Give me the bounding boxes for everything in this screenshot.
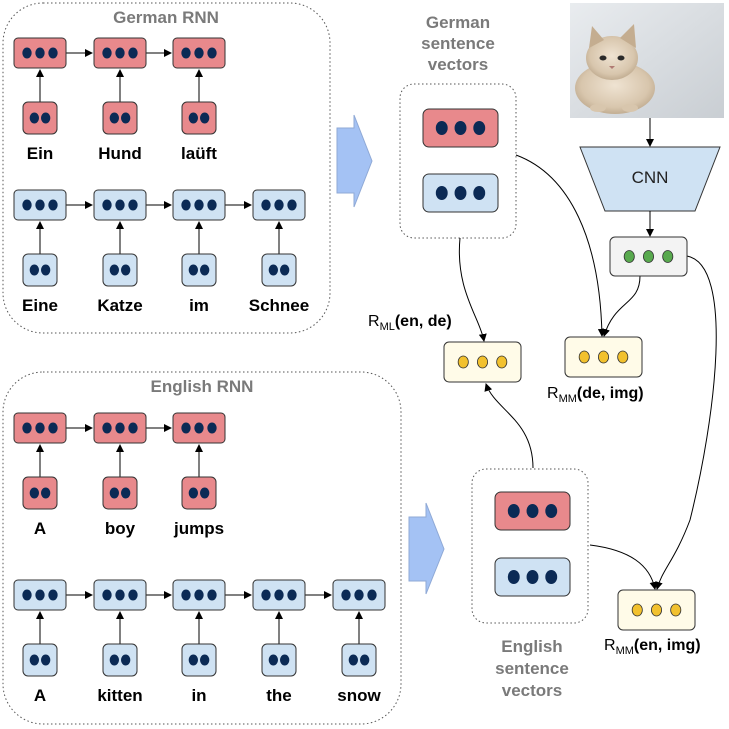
german-rnn-title: German RNN	[113, 8, 219, 27]
english-s2-word-embedding-5	[341, 643, 377, 677]
german-s2-hidden-state-4	[252, 189, 306, 221]
english-s2-hidden-state-3	[172, 579, 226, 611]
rmm-de-vector	[564, 336, 643, 378]
english-to-rml-edge	[484, 383, 534, 469]
german-s2-word-3: im	[189, 296, 209, 315]
english-s2-word-embedding-3	[181, 643, 217, 677]
rmm-de-label: RMM(de, img)	[547, 385, 644, 405]
german-s2-word-embedding-4	[261, 253, 297, 287]
german-s2-word-embedding-2	[102, 253, 138, 287]
rml-vector	[443, 341, 522, 383]
german-s2-hidden-state-1	[13, 189, 67, 221]
english-to-rmm-en-edge	[589, 544, 658, 590]
german-s1-word-embedding-1	[22, 101, 58, 135]
german-s1-word-embedding-3	[181, 101, 217, 135]
rmm-de-label-symbol: R	[547, 385, 559, 402]
german-s1-hidden-state-3	[172, 37, 226, 69]
english-to-vectors-arrow	[408, 502, 445, 595]
german-rnn-container	[2, 2, 331, 334]
german-vector-red	[422, 108, 499, 148]
cnn-block	[579, 146, 721, 212]
english-s1-hidden-state-3	[172, 412, 226, 444]
english-s1-hidden-state-1	[13, 412, 67, 444]
german-vectors-title-3: vectors	[427, 55, 489, 74]
rmm-en-label-subscript: MM	[615, 645, 634, 657]
german-s2-hidden-state-3	[172, 189, 226, 221]
german-s1-word-2: Hund	[98, 144, 142, 163]
english-s2-word-3: in	[191, 686, 207, 705]
rml-label-args: (en, de)	[394, 313, 452, 330]
english-s1-word-3: jumps	[173, 519, 225, 538]
english-s2-word-2: kitten	[97, 686, 143, 705]
german-vector-blue	[422, 173, 499, 213]
english-vector-red	[494, 491, 571, 531]
english-s1-hidden-state-2	[93, 412, 147, 444]
german-to-rml-edge	[458, 237, 487, 342]
rml-label-symbol: R	[368, 313, 380, 330]
german-to-rmm-de-edge	[515, 154, 606, 337]
german-s1-word-embedding-2	[102, 101, 138, 135]
english-vectors-title-1: English	[501, 637, 563, 656]
rmm-en-label-args: (en, img)	[633, 637, 701, 654]
german-s2-word-embedding-1	[22, 253, 58, 287]
english-s1-word-1: A	[33, 519, 47, 538]
rmm-de-label-subscript: MM	[558, 393, 577, 405]
rmm-en-label-symbol: R	[604, 637, 616, 654]
english-s2-hidden-state-2	[93, 579, 147, 611]
english-rnn-container	[2, 371, 402, 725]
rml-label-subscript: ML	[379, 321, 395, 333]
german-s2-word-1: Eine	[22, 296, 58, 315]
english-s1-word-embedding-1	[22, 476, 58, 510]
rmm-en-vector	[617, 589, 696, 631]
english-s1-word-embedding-3	[181, 476, 217, 510]
english-vectors-title-2: sentence	[495, 659, 569, 678]
rmm-en-label: RMM(en, img)	[604, 637, 701, 657]
english-s2-word-5: snow	[337, 686, 381, 705]
image-to-rmm-de-edge	[602, 275, 641, 337]
german-s1-word-1: Ein	[26, 144, 54, 163]
english-s2-hidden-state-5	[332, 579, 386, 611]
german-vectors-container	[399, 83, 517, 239]
kitten-photo	[570, 3, 724, 118]
rmm-de-label-args: (de, img)	[576, 385, 644, 402]
english-s2-word-embedding-2	[102, 643, 138, 677]
german-vectors-title-1: German	[425, 13, 491, 32]
english-vectors-title-3: vectors	[501, 681, 563, 700]
german-vectors-title-2: sentence	[421, 34, 495, 53]
english-s1-word-2: boy	[104, 519, 136, 538]
german-to-vectors-arrow	[336, 114, 373, 208]
german-s1-hidden-state-2	[93, 37, 147, 69]
english-rnn-title: English RNN	[150, 377, 254, 396]
english-vector-blue	[494, 557, 571, 597]
german-s2-word-embedding-3	[181, 253, 217, 287]
english-s2-word-1: A	[33, 686, 47, 705]
english-s2-word-embedding-1	[22, 643, 58, 677]
english-s2-hidden-state-1	[13, 579, 67, 611]
german-s2-word-4: Schnee	[248, 296, 310, 315]
english-s2-hidden-state-4	[252, 579, 306, 611]
image-to-rmm-en-edge	[654, 255, 717, 590]
english-s2-word-4: the	[266, 686, 292, 705]
english-s2-word-embedding-4	[261, 643, 297, 677]
german-s1-hidden-state-1	[13, 37, 67, 69]
german-s2-word-2: Katze	[97, 296, 143, 315]
rml-label: RML(en, de)	[368, 313, 452, 333]
german-s2-hidden-state-2	[93, 189, 147, 221]
german-s1-word-3: laüft	[181, 144, 217, 163]
cnn-label: CNN	[631, 168, 669, 187]
image-vector	[609, 236, 688, 277]
english-s1-word-embedding-2	[102, 476, 138, 510]
